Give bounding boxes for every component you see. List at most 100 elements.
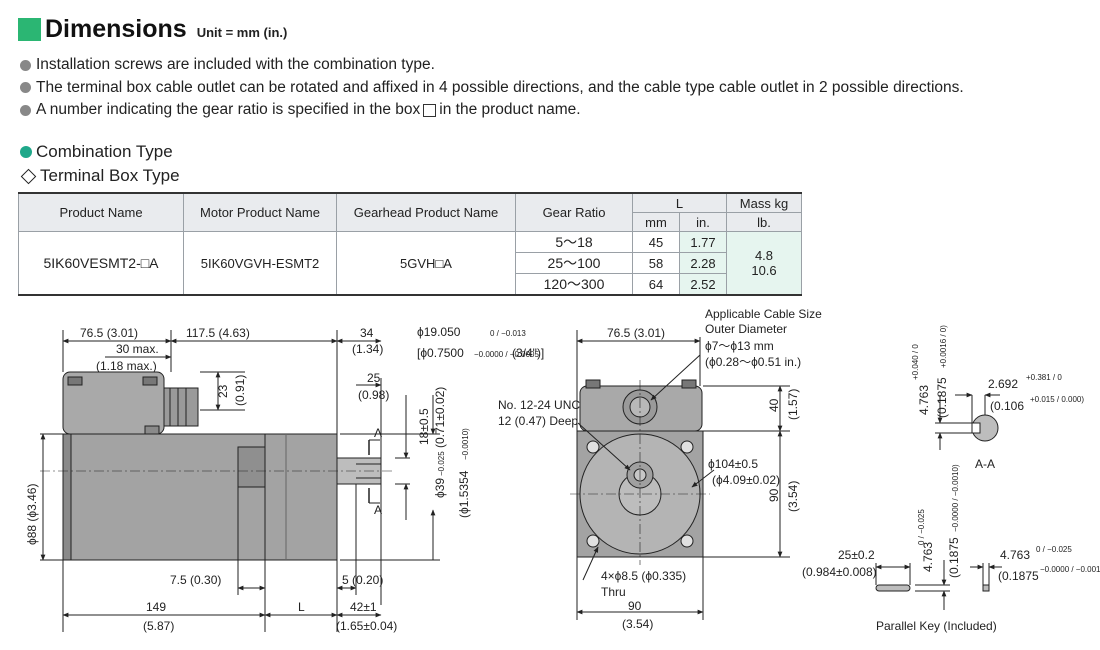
- cell-in: 1.77: [679, 231, 727, 253]
- dim-157: (1.57): [786, 389, 800, 420]
- gearhead-shape: [264, 433, 338, 561]
- notes: Installation screws are included with th…: [20, 54, 964, 122]
- dim-phi409: (ϕ4.09±0.02): [712, 473, 780, 487]
- note-item: A number indicating the gear ratio is sp…: [20, 99, 964, 122]
- dim-354h: (3.54): [622, 617, 653, 631]
- table-row: 5IK60VESMT2-□A 5IK60VGVH-ESMT2 5GVH□A 5～…: [18, 231, 802, 296]
- diamond-icon: [20, 168, 37, 184]
- cable-title2: Outer Diameter: [705, 322, 787, 336]
- th-motor: Motor Product Name: [183, 192, 337, 232]
- cell-mm: 64: [632, 273, 680, 296]
- dim-phi39-tol: −0.025: [437, 451, 446, 476]
- box-icon: [423, 103, 437, 117]
- dim-30max: 30 max.: [116, 342, 159, 356]
- dim-1175: 117.5 (4.63): [186, 326, 250, 340]
- th-l: L: [632, 192, 727, 213]
- dim-holes: 4×ϕ8.5 (ϕ0.335): [601, 569, 686, 583]
- key-25: 25±0.2: [838, 548, 875, 562]
- section-aa: [935, 392, 1000, 450]
- unc-line2: 12 (0.47) Deep: [498, 414, 578, 428]
- front-view: [570, 330, 790, 620]
- cell-in: 2.28: [679, 252, 727, 274]
- cell-ratio: 5～18: [515, 231, 633, 253]
- th-gearhead: Gearhead Product Name: [336, 192, 516, 232]
- key-4763v-tol: 0 / −0.025: [917, 509, 926, 545]
- cable-in: (ϕ0.28～ϕ0.51 in.): [705, 355, 801, 369]
- dim-134: (1.34): [352, 342, 383, 356]
- dim-149: 149: [146, 600, 166, 614]
- dim-765: 76.5 (3.01): [80, 326, 138, 340]
- key-4763h: 4.763: [1000, 548, 1030, 562]
- dim-071: (0.71±0.02): [433, 387, 447, 448]
- key-label: Parallel Key (Included): [876, 619, 997, 633]
- dim-phi075: [ϕ0.7500: [417, 346, 464, 360]
- aa-0106: (0.106: [990, 399, 1024, 413]
- aa-2692-tol: +0.381 / 0: [1026, 373, 1062, 382]
- cell-motor: 5IK60VGVH-ESMT2: [183, 231, 337, 296]
- key-4763h-tol: 0 / −0.025: [1036, 545, 1072, 554]
- cable-mm: ϕ7～ϕ13 mm: [705, 339, 774, 353]
- screw-icon: [67, 376, 83, 386]
- cable-title1: Applicable Cable Size: [705, 307, 822, 321]
- dim-34in: (3/4")]: [512, 346, 544, 360]
- key-01875h-tol: −0.0000 / −0.0010): [1040, 565, 1100, 574]
- header: Dimensions Unit = mm (in.): [18, 14, 287, 44]
- dim-587: (5.87): [143, 619, 174, 633]
- dim-098: (0.98): [358, 388, 389, 402]
- section-combination: Combination Type: [20, 142, 173, 162]
- bullet-icon: [20, 146, 32, 158]
- section-terminal: Terminal Box Type: [20, 166, 180, 186]
- dim-118max: (1.18 max.): [96, 359, 157, 373]
- dim-phi39: ϕ39: [433, 478, 447, 498]
- side-view: [40, 330, 440, 632]
- dim-165: (1.65±0.04): [336, 619, 397, 633]
- th-mm: mm: [632, 212, 680, 232]
- label-a-top: A: [374, 426, 382, 440]
- dimension-drawing: 76.5 (3.01) 117.5 (4.63) 30 max. (1.18 m…: [25, 307, 1100, 633]
- dim-23: 23: [216, 384, 230, 398]
- cell-ratio: 25～100: [515, 252, 633, 274]
- cell-mm: 58: [632, 252, 680, 274]
- parallel-key: [875, 560, 1002, 610]
- cell-product: 5IK60VESMT2-□A: [18, 231, 184, 296]
- dim-90h: 90: [628, 599, 642, 613]
- aa-2692: 2.692: [988, 377, 1018, 391]
- motor-body-shape: [62, 433, 266, 561]
- dim-34: 34: [360, 326, 374, 340]
- cell-mm: 45: [632, 231, 680, 253]
- th-ratio: Gear Ratio: [515, 192, 633, 232]
- unc-line1: No. 12-24 UNC: [498, 398, 580, 412]
- key-01875h: (0.1875: [998, 569, 1039, 583]
- dim-5: 5 (0.20): [342, 573, 383, 587]
- bullet-icon: [20, 82, 31, 94]
- note-item: The terminal box cable outlet can be rot…: [20, 77, 964, 100]
- cell-gearhead: 5GVH□A: [336, 231, 516, 296]
- cable-gland-shape: [163, 387, 199, 427]
- page-title: Dimensions: [45, 14, 187, 43]
- aa-01875-tol: +0.0016 / 0): [939, 325, 948, 368]
- title-marker-icon: [18, 17, 41, 41]
- key-0984: (0.984±0.008): [802, 565, 877, 579]
- th-product: Product Name: [18, 192, 184, 232]
- table-row: 25～100 58 2.28: [19, 252, 802, 274]
- unit-label: Unit = mm (in.): [196, 24, 288, 40]
- dim-765-front: 76.5 (3.01): [607, 326, 665, 340]
- dim-phi19-tol: 0 / −0.013: [490, 329, 526, 338]
- dim-phi15354: (ϕ1.5354: [457, 470, 471, 518]
- dim-phi88: ϕ88 (ϕ3.46): [25, 484, 39, 545]
- dim-42: 42±1: [350, 600, 377, 614]
- key-01875v-tol: −0.0000 / −0.0010): [951, 464, 960, 532]
- th-mass: Mass kg: [726, 192, 802, 213]
- aa-label: A-A: [975, 457, 995, 471]
- screw-icon: [142, 376, 158, 386]
- dim-phi104: ϕ104±0.5: [708, 457, 758, 471]
- dim-phi15354-tol: −0.0010): [461, 428, 470, 460]
- bullet-icon: [20, 104, 31, 116]
- th-lb: lb.: [726, 212, 802, 232]
- cell-in: 2.52: [679, 273, 727, 296]
- cell-ratio: 120～300: [515, 273, 633, 296]
- dim-18: 18±0.5: [417, 408, 431, 445]
- dim-091: (0.91): [233, 375, 247, 406]
- dim-thru: Thru: [601, 585, 626, 599]
- dim-phi075-tol: −0.0000 / −0.0005: [474, 350, 540, 359]
